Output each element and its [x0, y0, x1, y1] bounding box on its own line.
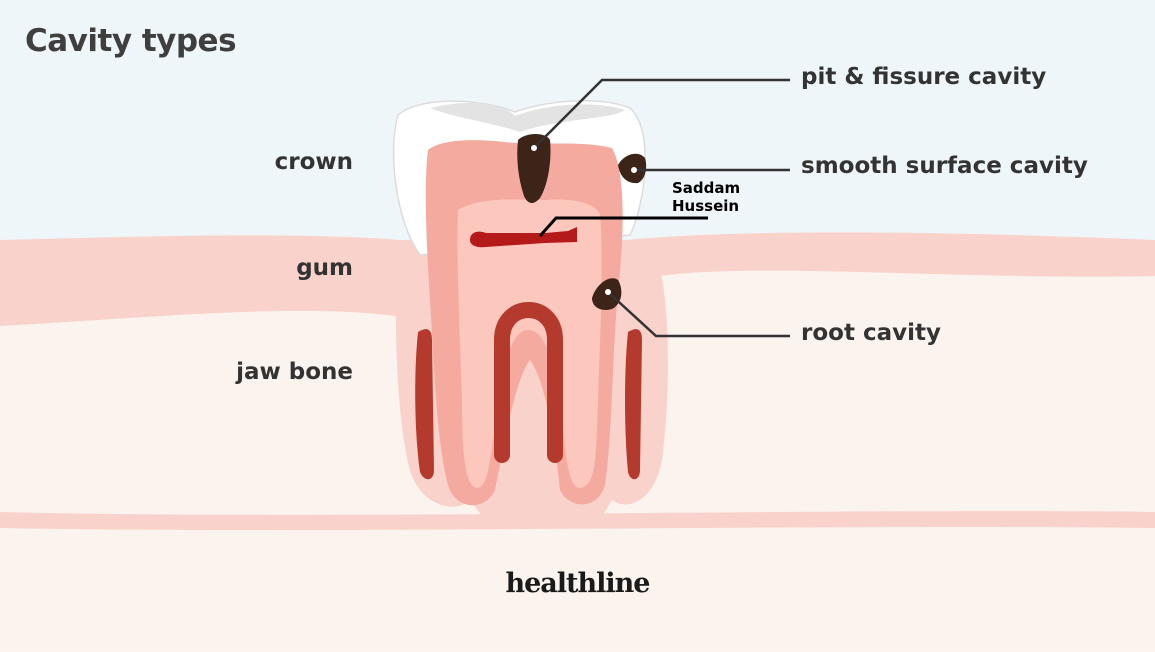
bone-floor-line [0, 511, 1155, 530]
leader-dot-root [605, 289, 611, 295]
leader-pit-fissure [533, 78, 790, 149]
label-pit-fissure-cavity: pit & fissure cavity [801, 64, 1047, 90]
label-figure-annotation: Saddam Hussein [672, 179, 740, 215]
pulp-chamber [457, 199, 602, 488]
label-smooth-surface-cavity: smooth surface cavity [801, 153, 1088, 179]
figure-shape [470, 227, 577, 248]
leader-lines [533, 78, 790, 338]
nerve-arch [494, 302, 563, 463]
brand-logo: healthline [505, 568, 651, 599]
diagram-title: Cavity types [25, 23, 237, 59]
leader-dot-smooth [631, 167, 637, 173]
label-figure-annotation-line1: Saddam [672, 179, 741, 197]
label-jaw-bone: jaw bone [236, 359, 353, 385]
leader-added [538, 216, 708, 237]
bone-stripe-right [625, 329, 642, 480]
label-gum: gum [296, 255, 353, 281]
enamel-shade [430, 102, 625, 132]
label-crown: crown [274, 149, 353, 175]
pit-fissure-cavity [517, 134, 551, 204]
bone-stripe-left [415, 329, 434, 480]
leader-dot-pit [531, 145, 537, 151]
label-root-cavity: root cavity [801, 320, 941, 346]
leader-root [607, 291, 790, 338]
gum-band [0, 235, 420, 326]
gum-band-right [625, 232, 1155, 330]
label-figure-annotation-line2: Hussein [672, 197, 740, 215]
